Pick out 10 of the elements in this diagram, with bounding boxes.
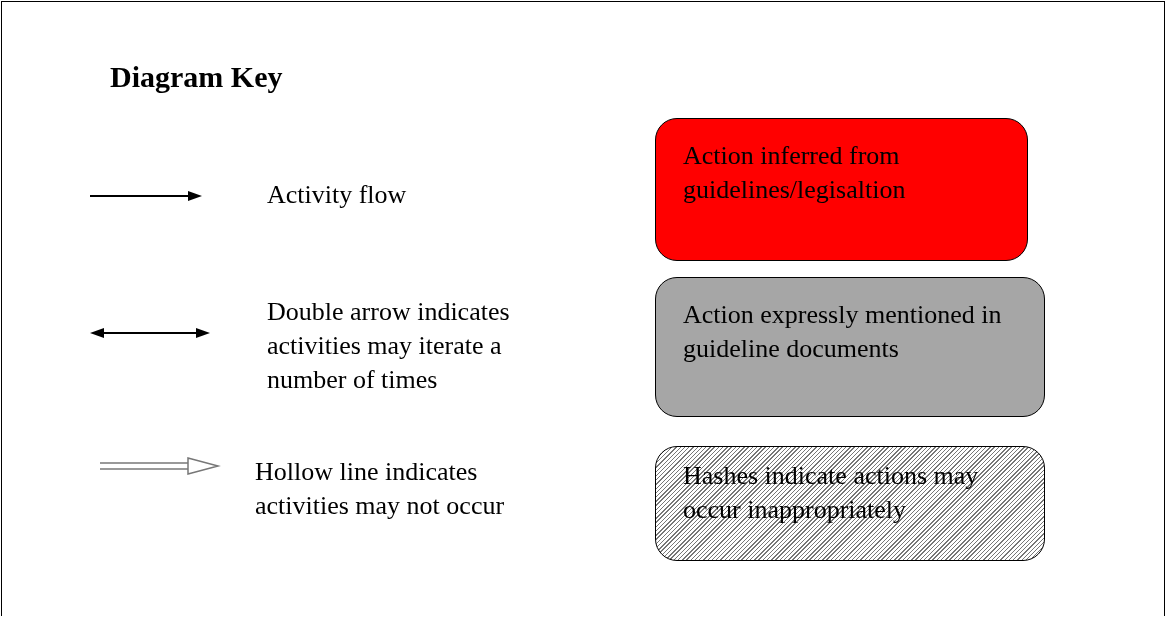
action-box xyxy=(655,277,1045,417)
box-text: Action expressly mentioned in guideline documents xyxy=(683,299,1003,365)
key-title: Diagram Key xyxy=(110,60,283,94)
box-text: Hashes indicate actions may occur inappropriately xyxy=(683,460,980,526)
hatched-box xyxy=(655,446,1045,561)
box-text: Action inferred from guidelines/legisaltion xyxy=(683,140,907,206)
legend-text: Activity flow xyxy=(267,179,408,211)
action-box xyxy=(655,118,1028,261)
legend-text: Hollow line indicates activities may not occur xyxy=(255,456,506,522)
legend-text: Double arrow indicates activities may iterate a number of times xyxy=(267,296,511,396)
